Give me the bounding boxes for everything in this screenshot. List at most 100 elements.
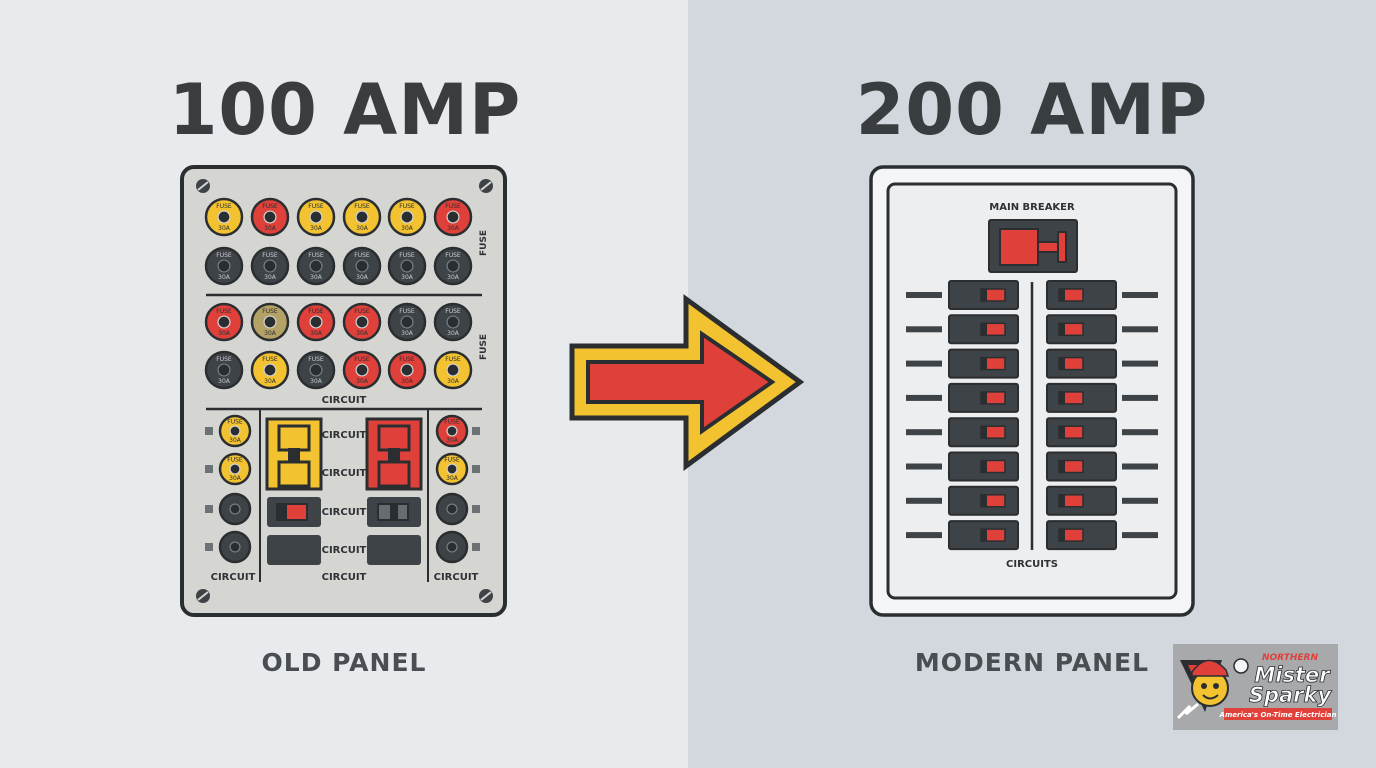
fuse-text: 30A	[264, 330, 277, 337]
company-logo: NORTHERN Mister Sparky America's On-Time…	[1173, 644, 1338, 730]
circuit-breaker	[1046, 520, 1117, 551]
fuse-text: FUSE	[444, 419, 460, 426]
fuse-text: FUSE	[216, 252, 232, 259]
fuse-text: FUSE	[354, 252, 370, 259]
fuse-text: 30A	[447, 274, 460, 281]
circuit-wire	[1122, 292, 1158, 298]
upgrade-arrow	[569, 294, 805, 471]
fuse-text: FUSE	[227, 457, 243, 464]
modern-panel-caption: MODERN PANEL	[914, 648, 1150, 677]
fuse-text: 30A	[310, 330, 323, 337]
circuit-wire	[1122, 497, 1158, 504]
screw-in-fuse: FUSE 30A	[204, 246, 244, 286]
fuse-text: FUSE	[216, 203, 232, 210]
circuit-label: CIRCUIT	[211, 572, 256, 583]
fuse-text: 30A	[356, 330, 369, 337]
fuse-text: FUSE	[354, 203, 370, 210]
fuse-text: FUSE	[354, 356, 370, 363]
fuse-text: FUSE	[445, 356, 461, 363]
circuit-label: CIRCUIT	[322, 507, 367, 518]
screw-in-fuse	[218, 530, 252, 564]
fuse-text: 30A	[264, 225, 277, 232]
circuit-label: CIRCUIT	[322, 395, 367, 406]
circuit-wire	[906, 394, 942, 401]
fuse-text: 30A	[264, 274, 277, 281]
fuse-text: 30A	[447, 378, 460, 385]
fuse-text: FUSE	[399, 203, 415, 210]
screw-in-fuse: FUSE 30A	[204, 197, 244, 237]
logo-sparky: Sparky	[1249, 683, 1333, 707]
old-amp-heading: 100 AMP	[168, 69, 522, 151]
screw-in-fuse: FUSE 30A	[387, 350, 427, 390]
screw-in-fuse: FUSE 30A	[433, 197, 473, 237]
fuse-text: FUSE	[399, 308, 415, 315]
circuit-wire	[906, 292, 942, 298]
circuit-wire	[906, 463, 942, 470]
screw-in-fuse: FUSE 30A	[250, 246, 290, 286]
fuse-text: FUSE	[399, 356, 415, 363]
circuit-breaker	[948, 417, 1019, 448]
fuse-text: FUSE	[444, 457, 460, 464]
circuit-breaker	[948, 520, 1019, 551]
circuit-wire	[906, 497, 942, 504]
cartridge-fuse-red	[365, 417, 423, 491]
terminal	[205, 543, 213, 551]
fuse-text: 30A	[218, 378, 231, 385]
fuse-text: FUSE	[445, 203, 461, 210]
circuit-label: CIRCUIT	[322, 545, 367, 556]
fuse-text: FUSE	[445, 308, 461, 315]
fuse-text: FUSE	[262, 252, 278, 259]
fuse-text: 30A	[218, 274, 231, 281]
circuit-wire	[1122, 463, 1158, 470]
circuit-label: CIRCUIT	[434, 572, 479, 583]
fuse-text: 30A	[356, 225, 369, 232]
logo-mister: Mister	[1254, 663, 1331, 687]
fuse-text: 30A	[401, 378, 414, 385]
screw-in-fuse: FUSE 30A	[250, 302, 290, 342]
blank-slot	[367, 535, 421, 565]
circuit-label: CIRCUIT	[322, 430, 367, 441]
circuit-wire	[906, 429, 942, 436]
fuse-text: FUSE	[262, 308, 278, 315]
fuse-text: 30A	[446, 437, 459, 444]
fuse-text: 30A	[310, 225, 323, 232]
fuse-text: 30A	[401, 274, 414, 281]
fuse-text: 30A	[447, 330, 460, 337]
logo-northern: NORTHERN	[1262, 653, 1318, 663]
fuse-text: FUSE	[262, 356, 278, 363]
circuit-breaker	[948, 382, 1019, 413]
modern-panel: MAIN BREAKER CIRCUITS	[869, 165, 1195, 617]
screw-in-fuse: FUSE 30A	[433, 350, 473, 390]
circuit-breaker	[1046, 314, 1117, 345]
circuit-breaker	[948, 451, 1019, 482]
modern-amp-heading: 200 AMP	[855, 69, 1209, 151]
cartridge-fuse-yellow	[265, 417, 323, 491]
fuse-text: FUSE	[308, 308, 324, 315]
circuit-breaker	[948, 485, 1019, 516]
breaker-columns	[906, 280, 1158, 551]
circuit-breaker	[1046, 451, 1117, 482]
circuit-wire	[906, 532, 942, 539]
circuit-wire	[1122, 394, 1158, 401]
panel-screw	[196, 179, 493, 603]
fuse-text: 30A	[356, 378, 369, 385]
circuit-wire	[906, 326, 942, 333]
circuits-label: CIRCUITS	[1006, 559, 1058, 570]
fuse-text: 30A	[218, 225, 231, 232]
circuit-wire	[906, 360, 942, 367]
fuse-text: 30A	[401, 330, 414, 337]
circuit-label: CIRCUIT	[322, 468, 367, 479]
fuse-text: FUSE	[308, 356, 324, 363]
fuse-grid: FUSE 30A FUSE 30A FUSE 30A FUSE 30A FUSE 30A FUSE 3…	[204, 197, 473, 390]
fuse-text: 30A	[447, 225, 460, 232]
fuse-text: FUSE	[445, 252, 461, 259]
small-breaker	[267, 497, 321, 527]
